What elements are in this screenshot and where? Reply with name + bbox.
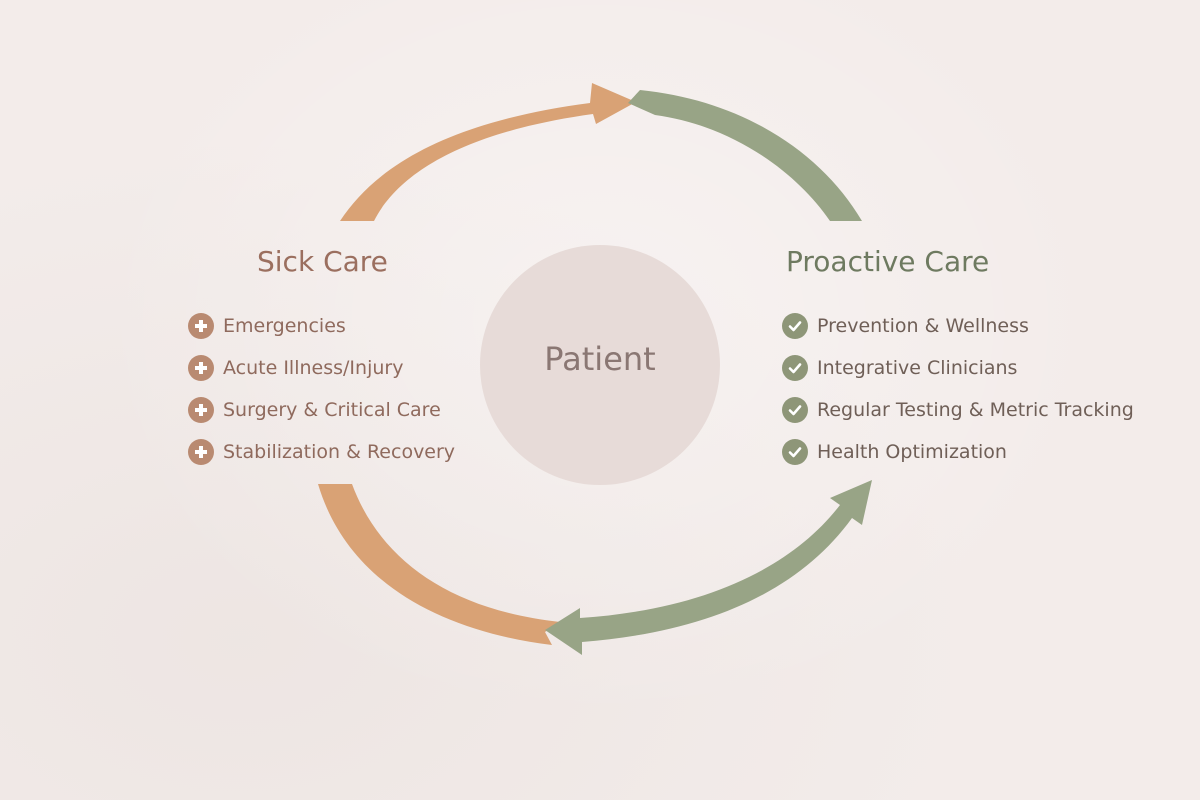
check-icon: [782, 396, 808, 423]
patient-circle: [480, 245, 720, 485]
list-item-label: Emergencies: [223, 314, 346, 337]
top-right-arc: [628, 90, 862, 221]
plus-icon: [188, 354, 214, 381]
check-icon: [782, 312, 808, 339]
list-item-label: Integrative Clinicians: [817, 356, 1018, 379]
sick-care-list: Emergencies Acute Illness/Injury Surgery…: [188, 312, 455, 480]
bottom-right-arrow: [545, 480, 872, 655]
list-item: Health Optimization: [782, 438, 1134, 465]
list-item: Regular Testing & Metric Tracking: [782, 396, 1134, 423]
list-item: Integrative Clinicians: [782, 354, 1134, 381]
check-icon: [782, 354, 808, 381]
sick-care-heading: Sick Care: [257, 245, 388, 278]
plus-icon: [188, 312, 214, 339]
patient-label: Patient: [544, 340, 656, 378]
list-item-label: Acute Illness/Injury: [223, 356, 404, 379]
list-item: Surgery & Critical Care: [188, 396, 455, 423]
proactive-care-list: Prevention & Wellness Integrative Clinic…: [782, 312, 1134, 480]
list-item-label: Surgery & Critical Care: [223, 398, 441, 421]
plus-icon: [188, 396, 214, 423]
list-item-label: Prevention & Wellness: [817, 314, 1029, 337]
list-item: Acute Illness/Injury: [188, 354, 455, 381]
list-item-label: Stabilization & Recovery: [223, 440, 456, 463]
plus-icon: [188, 438, 214, 465]
check-icon: [782, 438, 808, 465]
list-item-label: Regular Testing & Metric Tracking: [817, 398, 1134, 421]
list-item-label: Health Optimization: [817, 440, 1007, 463]
proactive-care-heading: Proactive Care: [786, 245, 990, 278]
list-item: Prevention & Wellness: [782, 312, 1134, 339]
bottom-left-arc: [318, 484, 560, 645]
list-item: Stabilization & Recovery: [188, 438, 455, 465]
list-item: Emergencies: [188, 312, 455, 339]
top-left-arrow: [340, 83, 636, 221]
